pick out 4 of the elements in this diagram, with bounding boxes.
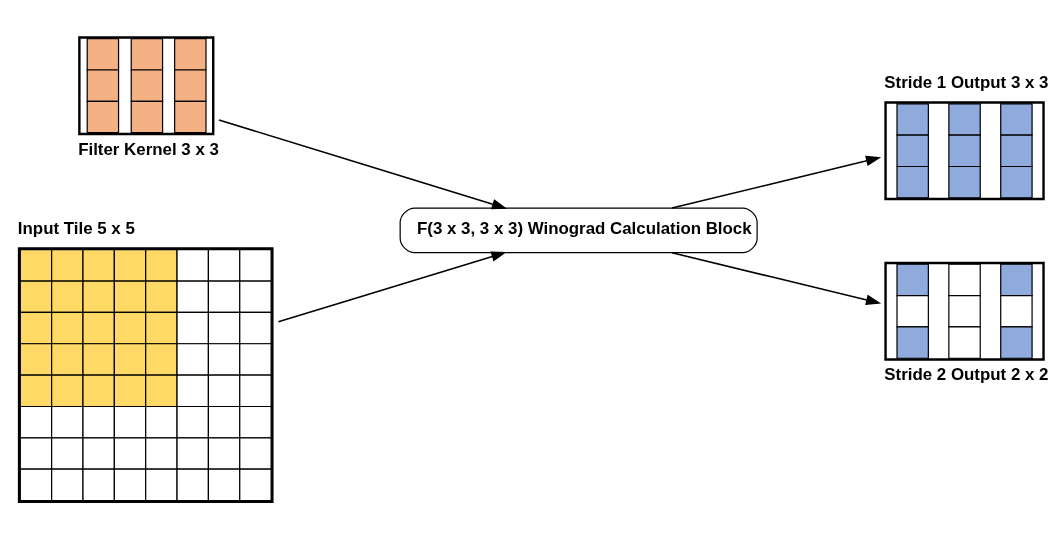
node-label: Input Tile 5 x 5 [17, 219, 135, 239]
node-label: Stride 2 Output 2 x 2 [884, 365, 1049, 385]
node-label: Stride 1 Output 3 x 3 [884, 73, 1049, 93]
node-label: Filter Kernel 3 x 3 [78, 139, 219, 159]
